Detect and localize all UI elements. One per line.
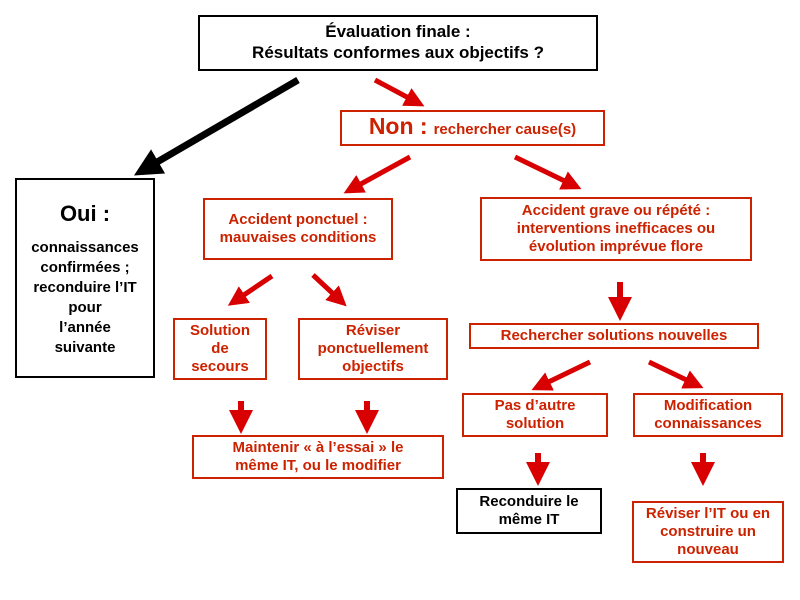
non-box: Non : rechercher cause(s) [340, 110, 605, 146]
pas-autre-box: Pas d’autre solution [462, 393, 608, 437]
oui-line-1: connaissances [31, 238, 139, 256]
rechercher-solutions-line-1: Rechercher solutions nouvelles [500, 326, 728, 344]
oui-line-5: l’année [59, 318, 111, 336]
solution-secours-line-3: secours [191, 358, 249, 376]
oui-head: Oui : [59, 200, 111, 226]
pas-autre-line-1: Pas d’autre [494, 396, 576, 414]
reconduire-box: Reconduire le même IT [456, 488, 602, 534]
reviser-objectifs-line-3: objectifs [342, 358, 404, 376]
reviser-it-line-3: nouveau [677, 541, 739, 559]
accident-ponctuel-line-1: Accident ponctuel : [228, 210, 368, 228]
modification-line-2: connaissances [654, 415, 762, 432]
arrow-rechercher-to-pas-autre [531, 359, 592, 391]
pas-autre-line-2: solution [505, 415, 565, 432]
arrow-rechercher-to-modification [647, 359, 704, 389]
non-text: rechercher cause(s) [433, 121, 577, 138]
reviser-it-line-1: Réviser l’IT ou en [645, 504, 771, 522]
reviser-objectifs-line-1: Réviser [345, 321, 401, 339]
modification-box: Modification connaissances [633, 393, 783, 437]
reviser-it-line-2: construire un [660, 522, 756, 540]
arrow-evaluation-to-oui [133, 76, 300, 176]
oui-line-4: pour [68, 298, 102, 316]
arrow-evaluation-to-non [373, 77, 425, 107]
oui-line-2: confirmées ; [40, 258, 130, 276]
arrow-ponctuel-to-reviser [311, 273, 347, 307]
accident-grave-line-3: évolution imprévue flore [528, 238, 704, 256]
reviser-objectifs-line-2: ponctuellement [317, 339, 429, 357]
accident-grave-line-2: interventions inefficaces ou [516, 219, 716, 237]
solution-secours-box: Solution de secours [173, 318, 267, 380]
solution-secours-line-1: Solution [190, 321, 250, 339]
oui-box: Oui : connaissances confirmées ; recondu… [15, 178, 155, 378]
maintenir-box: Maintenir « à l’essai » le même IT, ou l… [192, 435, 444, 479]
evaluation-box: Évaluation finale : Résultats conformes … [198, 15, 598, 71]
rechercher-solutions-box: Rechercher solutions nouvelles [469, 323, 759, 349]
oui-line-3: reconduire l’IT [33, 278, 137, 296]
modification-line-1: Modification [663, 396, 753, 414]
maintenir-line-2: même IT, ou le modifier [235, 457, 401, 474]
arrow-ponctuel-to-secours [227, 273, 274, 306]
evaluation-line-2: Résultats conformes aux objectifs ? [252, 43, 544, 62]
arrow-non-to-grave [513, 154, 582, 190]
oui-line-6: suivante [54, 338, 116, 356]
evaluation-line-1: Évaluation finale : [325, 22, 471, 42]
non-head: Non : [368, 113, 428, 139]
accident-grave-box: Accident grave ou répété : interventions… [480, 197, 752, 261]
reconduire-line-1: Reconduire le [479, 492, 579, 510]
accident-grave-line-1: Accident grave ou répété : [521, 201, 711, 219]
reconduire-line-2: même IT [498, 511, 560, 528]
reviser-objectifs-box: Réviser ponctuellement objectifs [298, 318, 448, 380]
accident-ponctuel-box: Accident ponctuel : mauvaises conditions [203, 198, 393, 260]
solution-secours-line-2: de [211, 339, 229, 357]
arrow-non-to-ponctuel [343, 154, 412, 194]
reviser-it-box: Réviser l’IT ou en construire un nouveau [632, 501, 784, 563]
maintenir-line-1: Maintenir « à l’essai » le [232, 438, 404, 456]
accident-ponctuel-line-2: mauvaises conditions [219, 229, 377, 246]
